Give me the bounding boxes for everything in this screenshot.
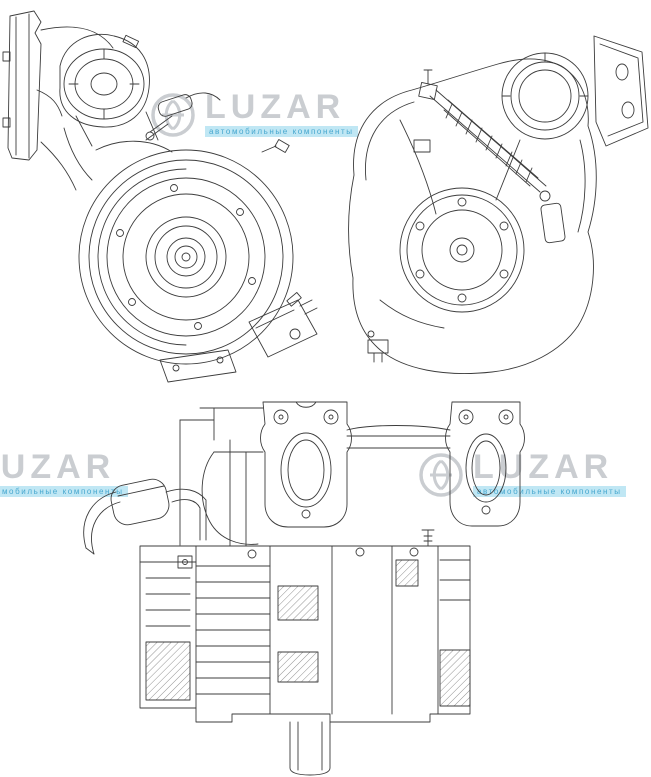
watermark-bottom-right: LUZAR автомобильные компоненты bbox=[418, 448, 626, 498]
watermark-brand-text: LUZAR bbox=[205, 88, 346, 126]
side-view-drawing bbox=[348, 35, 649, 374]
luzar-logo-icon bbox=[151, 93, 195, 137]
watermark-top: LUZAR автомобильные компоненты bbox=[150, 88, 358, 138]
watermark-bottom-left: LUZAR автомобильные компоненты bbox=[0, 448, 128, 498]
watermark-tagline-text: автомобильные компоненты bbox=[0, 486, 128, 498]
watermark-tagline-text: автомобильные компоненты bbox=[473, 486, 626, 498]
watermark-brand-text: LUZAR bbox=[0, 448, 116, 486]
luzar-logo-icon bbox=[419, 453, 463, 497]
front-view-drawing bbox=[2, 10, 318, 383]
watermark-brand-text: LUZAR bbox=[473, 448, 614, 486]
bottom-view-drawing bbox=[83, 401, 525, 776]
watermark-tagline-text: автомобильные компоненты bbox=[205, 126, 358, 138]
